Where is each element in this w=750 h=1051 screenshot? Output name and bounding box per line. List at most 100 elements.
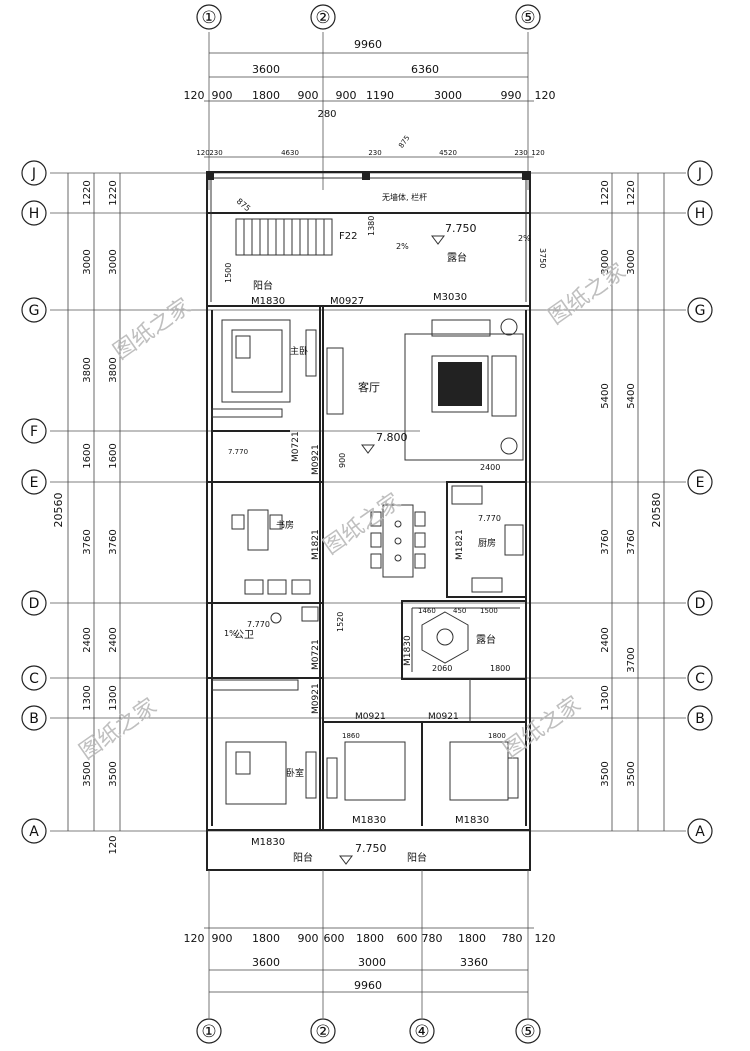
room-terrace-mid: 露台: [476, 633, 496, 646]
study-desk: [247, 509, 269, 551]
dim-right-2400: 2400: [600, 627, 611, 652]
axis-H-left: H: [29, 206, 40, 222]
dim-450: 450: [453, 607, 466, 615]
walls: [206, 171, 531, 871]
bed-lower-left: [225, 741, 287, 805]
axis-B-left: B: [29, 711, 39, 727]
dim-bot-900b: 900: [298, 932, 319, 945]
room-study: 书房: [276, 519, 294, 531]
dim-left-3800b: 3800: [108, 357, 119, 382]
elev-7770-kitchen: 7.770: [478, 514, 501, 523]
room-balcony-bottom-left: 阳台: [293, 851, 313, 864]
dim-left-1220b: 1220: [108, 180, 119, 205]
dim-right-3760b: 3760: [626, 529, 637, 554]
dim-top-990: 990: [501, 89, 522, 102]
watermark-2: 图纸之家: [544, 259, 630, 330]
furniture: [211, 318, 524, 805]
top-dimensions: 9960 3600 6360 120 900 1800 900 900 1190…: [184, 38, 556, 158]
slope-1pct: 1%: [224, 629, 237, 638]
axis-G-right: G: [695, 303, 706, 319]
door-m0927: M0927: [330, 296, 364, 307]
dim-right-5400b: 5400: [626, 383, 637, 408]
dim-right-1220a: 1220: [600, 180, 611, 205]
dim-small-120: 120: [196, 149, 209, 157]
dim-right-1300: 1300: [600, 685, 611, 710]
axis-D-left: D: [29, 596, 40, 612]
axis-F-left: F: [30, 424, 38, 440]
left-dimensions: 20560 1220 1220 3000 3000 3800 3800 1600…: [52, 173, 121, 855]
room-bedroom: 卧室: [286, 767, 304, 779]
door-m1830-a: M1830: [251, 837, 285, 848]
elev-7750-bottom: 7.750: [355, 842, 387, 855]
door-m1821-study: M1821: [311, 529, 321, 560]
room-balcony-top: 阳台: [253, 279, 273, 292]
door-m1830-g: M1830: [251, 296, 285, 307]
door-m1821-kitchen: M1821: [455, 529, 465, 560]
room-balcony-bottom-right: 阳台: [407, 851, 427, 864]
dim-1860: 1860: [342, 732, 360, 740]
axis-A-right: A: [695, 824, 705, 840]
axis-2-bottom: ②: [315, 1022, 330, 1042]
bed-lower-mid: [344, 741, 406, 801]
dim-bot-total: 9960: [354, 979, 382, 992]
watermark-5: 图纸之家: [499, 692, 585, 763]
dim-bot-120a: 120: [184, 932, 205, 945]
bed-lower-right: [449, 741, 509, 801]
terrace-pavilion: [421, 611, 469, 664]
dim-1460: 1460: [418, 607, 436, 615]
dim-right-total: 20580: [650, 493, 663, 528]
room-kitchen: 厨房: [478, 537, 496, 549]
room-living: 客厅: [358, 380, 380, 394]
dim-left-1600b: 1600: [108, 443, 119, 468]
dim-top-120b: 120: [535, 89, 556, 102]
dim-left-total: 20560: [52, 493, 65, 528]
axis-E-left: E: [30, 475, 39, 491]
dim-small-4520: 4520: [439, 149, 457, 157]
dim-900-living: 900: [338, 453, 347, 468]
dim-top-3600: 3600: [252, 63, 280, 76]
dim-left-3000b: 3000: [108, 249, 119, 274]
dim-top-280: 280: [317, 109, 336, 120]
dim-left-120: 120: [108, 835, 119, 854]
dim-top-1800: 1800: [252, 89, 280, 102]
dim-bot-3360: 3360: [460, 956, 488, 969]
dim-top-900b: 900: [298, 89, 319, 102]
dim-right-1220b: 1220: [626, 180, 637, 205]
axis-5-bottom: ⑤: [520, 1022, 535, 1042]
elev-7770-bath: 7.770: [247, 620, 270, 629]
axis-2-top: ②: [315, 8, 330, 28]
watermarks: 图纸之家 图纸之家 图纸之家 图纸之家 图纸之家: [75, 259, 630, 765]
dim-right-3500b: 3500: [626, 761, 637, 786]
dim-small-230c: 230: [514, 149, 527, 157]
dim-left-2400a: 2400: [82, 627, 93, 652]
axis-C-left: C: [29, 671, 39, 687]
dim-left-3760b: 3760: [108, 529, 119, 554]
axis-G-left: G: [29, 303, 40, 319]
dim-top-900a: 900: [212, 89, 233, 102]
dim-small-230a: 230: [209, 149, 222, 157]
dim-2060: 2060: [432, 664, 452, 673]
dim-top-120a: 120: [184, 89, 205, 102]
master-bed: [231, 329, 283, 393]
watermark-3: 图纸之家: [319, 489, 405, 560]
slope-2pct-a: 2%: [396, 242, 409, 251]
dim-bot-1800b: 1800: [356, 932, 384, 945]
door-m1830-bed3: M1830: [455, 815, 489, 826]
room-master: 主卧: [290, 345, 308, 357]
axis-A-left: A: [29, 824, 39, 840]
dim-right-3700: 3700: [626, 647, 637, 672]
door-m0721-c: M0721: [311, 639, 321, 670]
dim-left-3760a: 3760: [82, 529, 93, 554]
dim-small-4630: 4630: [281, 149, 299, 157]
axis-B-right: B: [695, 711, 705, 727]
dim-top-900c: 900: [336, 89, 357, 102]
stair-f22: F22: [339, 231, 357, 242]
room-terrace-top: 露台: [447, 251, 467, 264]
dim-1800-bed: 1800: [488, 732, 506, 740]
dim-bot-780b: 780: [502, 932, 523, 945]
dim-bot-1800a: 1800: [252, 932, 280, 945]
elev-7750-top: 7.750: [445, 222, 477, 235]
dim-bot-1800c: 1800: [458, 932, 486, 945]
axis-E-right: E: [696, 475, 705, 491]
